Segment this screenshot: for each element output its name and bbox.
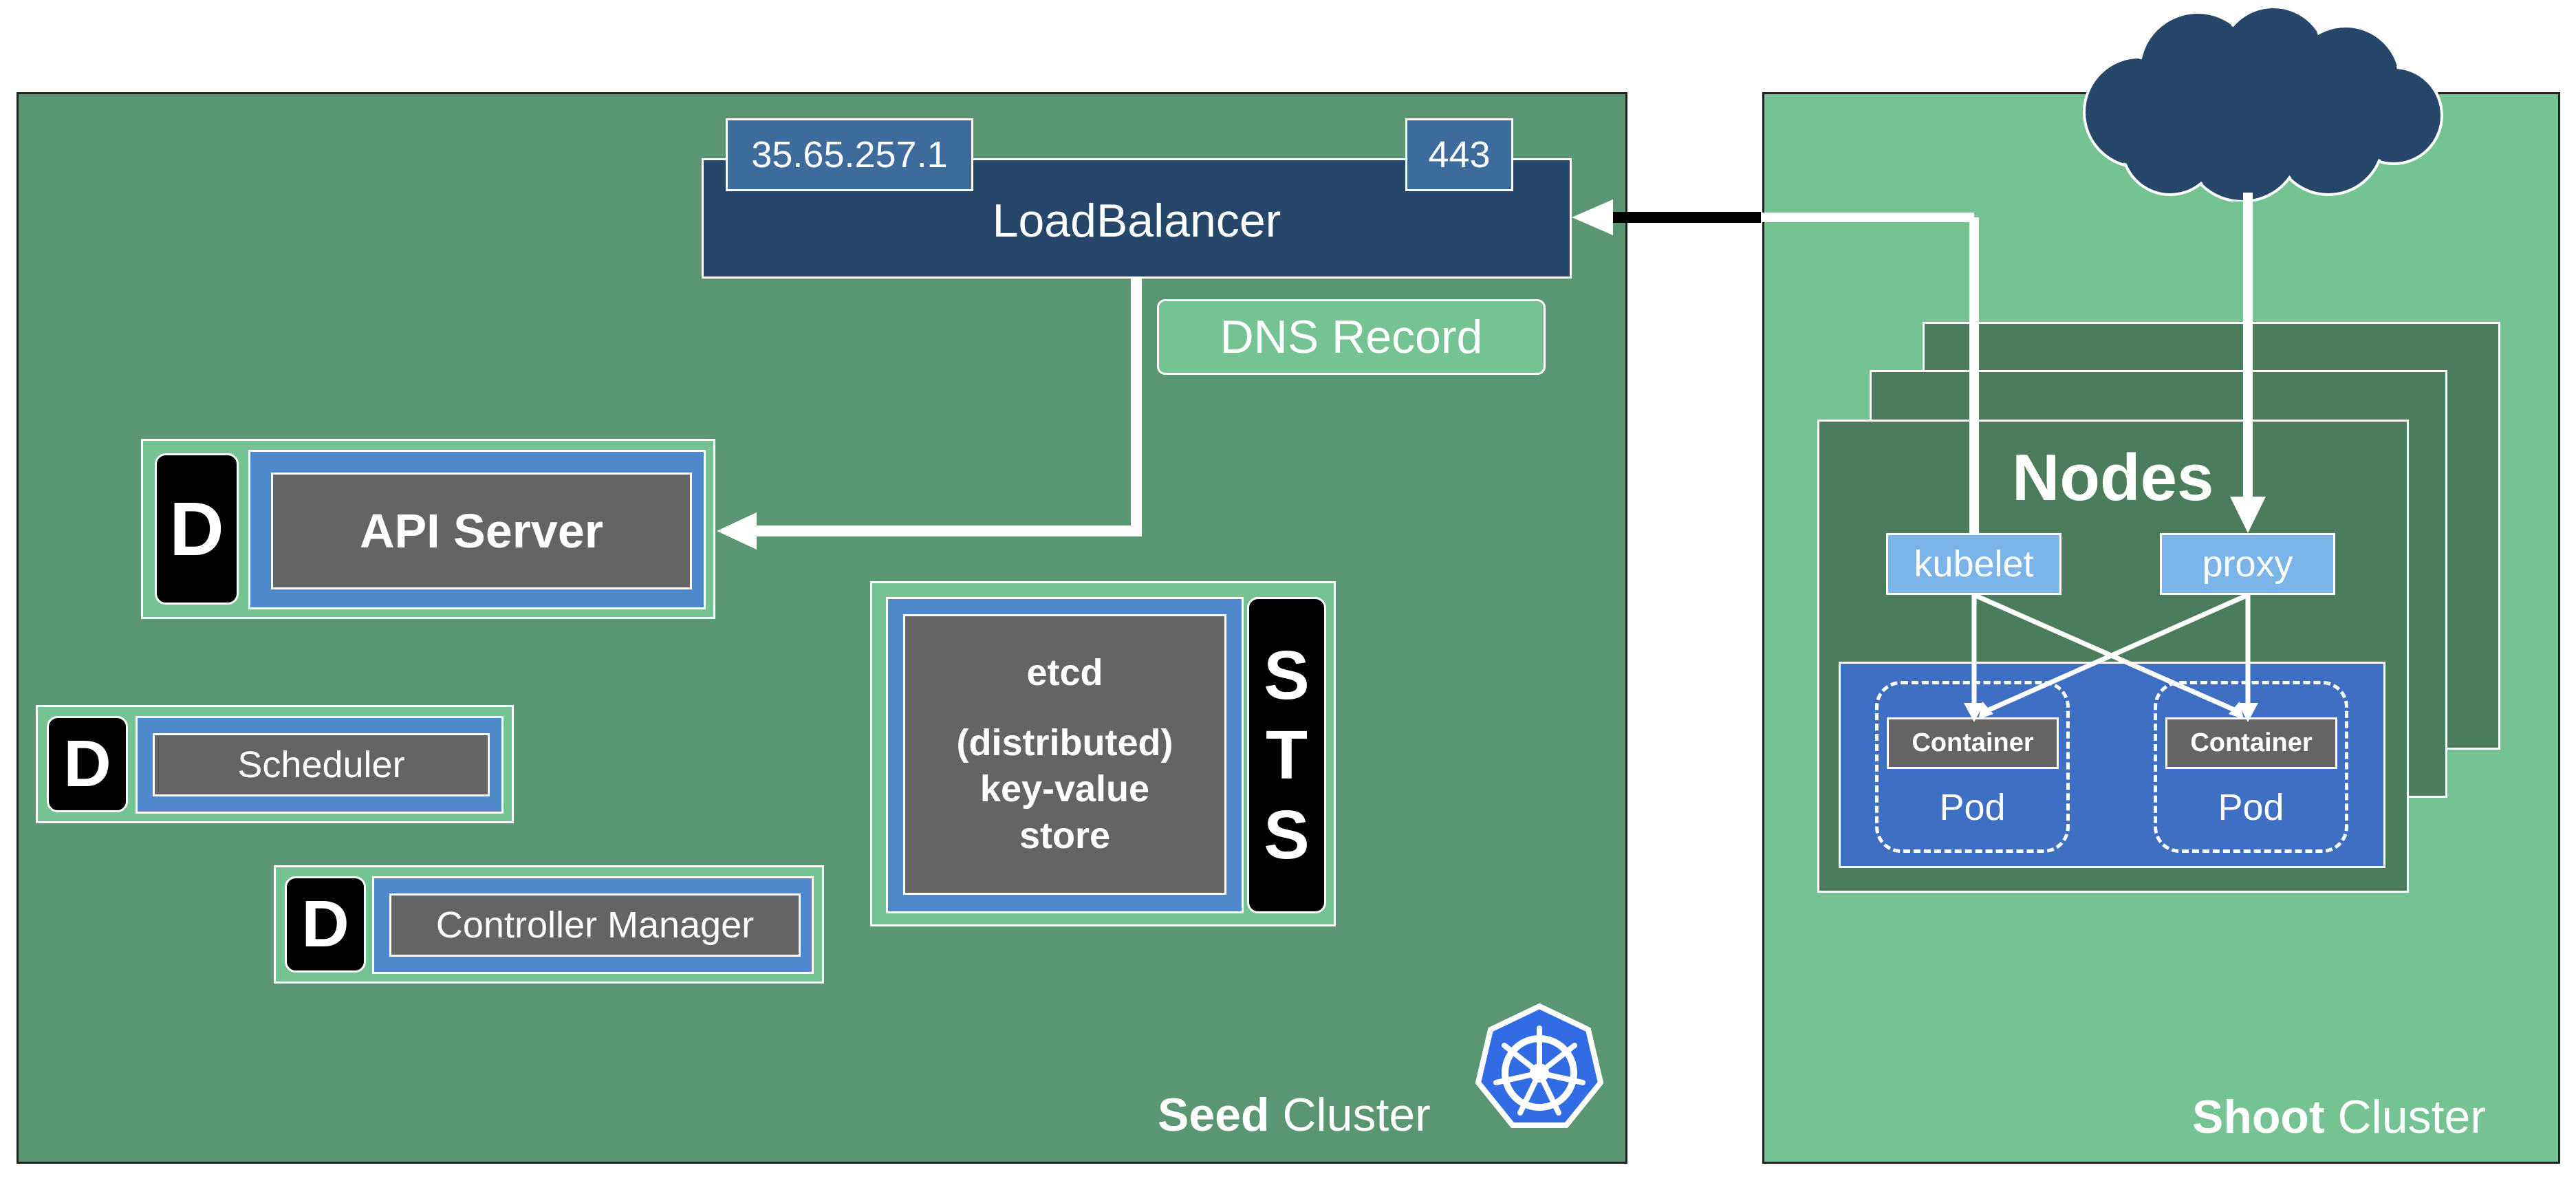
api-server-deployment: D API Server — [141, 439, 715, 619]
nodes-title: Nodes — [2012, 441, 2214, 514]
etcd-title: etcd — [1026, 652, 1103, 693]
load-balancer-port: 443 — [1405, 118, 1513, 191]
etcd-description-1: (distributed) — [956, 721, 1173, 763]
seed-cluster-label-rest: Cluster — [1282, 1089, 1431, 1141]
statefulset-badge: S T S — [1247, 597, 1326, 913]
kubernetes-logo-icon — [1475, 1003, 1604, 1128]
scheduler-frame: Scheduler — [136, 716, 504, 814]
load-balancer-ip: 35.65.257.1 — [726, 118, 973, 191]
pod-label: Pod — [1939, 787, 2006, 828]
proxy: proxy — [2160, 533, 2335, 595]
controller-manager-deployment: D Controller Manager — [274, 865, 824, 984]
scheduler-deployment: D Scheduler — [36, 705, 514, 823]
seed-cluster-label-bold: Seed — [1158, 1089, 1270, 1141]
load-balancer-label: LoadBalancer — [992, 195, 1281, 247]
shoot-cluster-label-rest: Cluster — [2337, 1091, 2486, 1143]
etcd-description-3: store — [1019, 814, 1111, 856]
controller-manager-frame: Controller Manager — [372, 876, 814, 974]
pod: Pod Container — [1875, 681, 2070, 853]
api-server: API Server — [271, 473, 692, 589]
pod-area: Pod Container Pod Container — [1839, 662, 2385, 868]
etcd-description-2: key-value — [979, 768, 1150, 810]
cloud-icon — [2083, 6, 2443, 202]
pod-label: Pod — [2218, 787, 2284, 828]
controller-manager: Controller Manager — [389, 893, 801, 957]
container: Container — [2165, 717, 2337, 769]
seed-cluster-label: Seed Cluster — [1158, 1088, 1431, 1142]
api-server-frame: API Server — [248, 450, 706, 609]
deployment-badge: D — [47, 716, 128, 812]
etcd: etcd (distributed) key-value store — [903, 614, 1226, 895]
shoot-cluster-label: Shoot Cluster — [2192, 1090, 2486, 1144]
deployment-badge: D — [285, 876, 366, 973]
pod: Pod Container — [2154, 681, 2348, 853]
etcd-frame: etcd (distributed) key-value store — [886, 597, 1244, 913]
deployment-badge: D — [155, 453, 239, 605]
dns-record: DNS Record — [1157, 299, 1546, 375]
etcd-statefulset: etcd (distributed) key-value store S T S — [870, 581, 1336, 926]
container: Container — [1887, 717, 2059, 769]
shoot-cluster-label-bold: Shoot — [2192, 1091, 2325, 1143]
kubelet: kubelet — [1886, 533, 2061, 595]
scheduler: Scheduler — [153, 733, 490, 796]
